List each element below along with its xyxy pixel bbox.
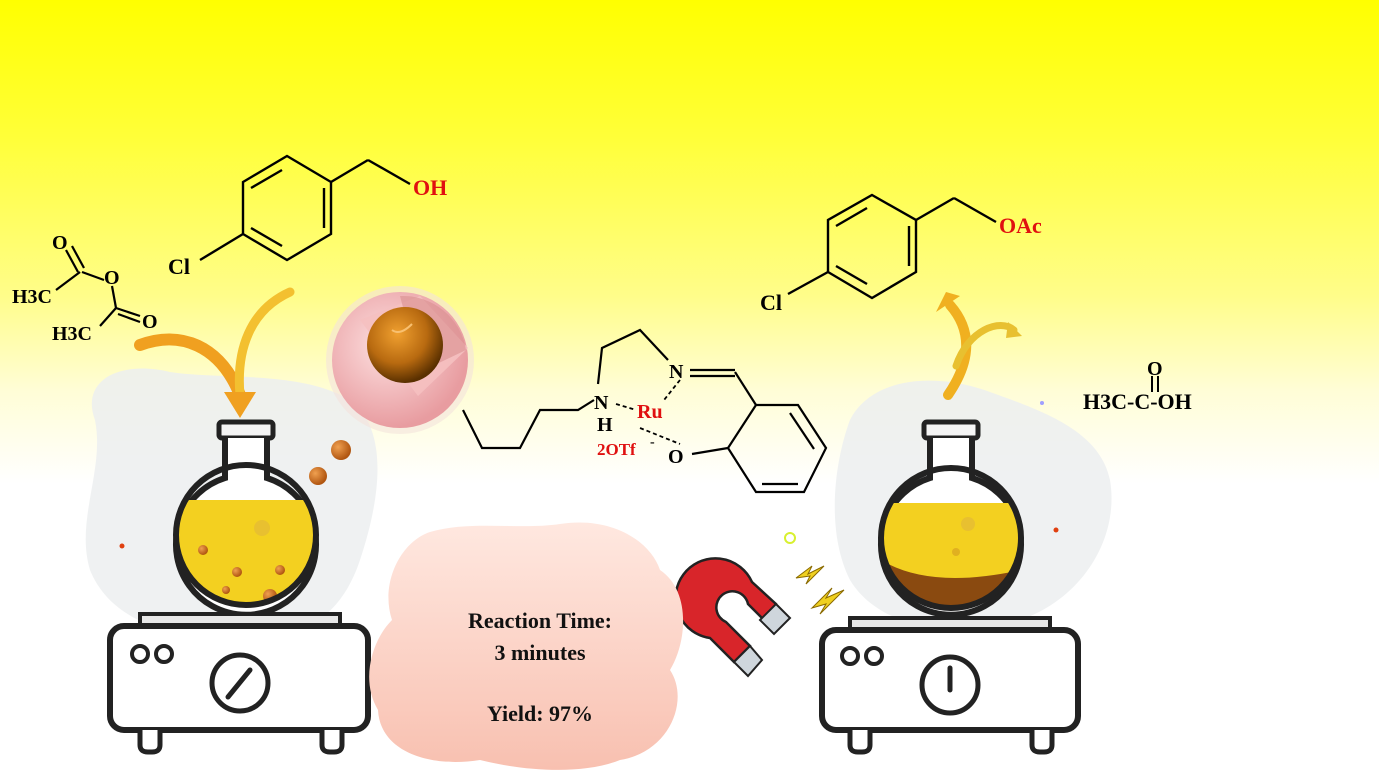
- reaction-time-value: 3 minutes: [494, 640, 586, 665]
- catalyst-ligand-bonds: [462, 328, 828, 494]
- reaction-flask-right: [878, 419, 1024, 618]
- anhydride-ch3-a: H3C: [12, 286, 52, 308]
- decor-dot: [119, 543, 125, 549]
- product-cl-label: Cl: [760, 290, 782, 315]
- reaction-flask-left: [173, 419, 319, 618]
- decor-dot: [1053, 527, 1059, 533]
- molecule-acetic-anhydride: [55, 245, 141, 327]
- addition-arrows: [134, 287, 295, 418]
- hot-plate-left: [107, 612, 371, 755]
- catalyst-counter-ion: 2OTf: [597, 440, 636, 459]
- catalyst-phenoxide-o: O: [668, 446, 684, 468]
- catalyst-amine-n: N: [594, 392, 609, 414]
- product-oac-label: OAc: [999, 213, 1042, 238]
- molecule-4-chlorobenzyl-alcohol: [199, 154, 411, 262]
- decor-ring: [784, 532, 796, 544]
- anhydride-o-mid: O: [104, 267, 120, 289]
- molecule-4-chlorobenzyl-acetate: [787, 193, 997, 300]
- anhydride-ch3-b: H3C: [52, 323, 92, 345]
- reaction-time-label: Reaction Time:: [468, 608, 612, 633]
- decor-dot: [1040, 401, 1044, 405]
- anhydride-o-bottom: O: [142, 311, 158, 333]
- acid-carbonyl-o: O: [1147, 358, 1163, 380]
- catalyst-ruthenium: Ru: [637, 401, 663, 423]
- acid-formula: H3C-C-OH: [1083, 389, 1192, 414]
- magnet-icon: [674, 557, 792, 678]
- result-cloud: [369, 522, 684, 770]
- yield-label: Yield: 97%: [486, 701, 594, 726]
- catalyst-coordination-bonds: [615, 379, 681, 445]
- anhydride-o-top: O: [52, 232, 68, 254]
- catalyst-imine-n: N: [669, 361, 684, 383]
- hot-plate-right: [819, 616, 1081, 755]
- catalyst-counter-charge: -: [650, 435, 655, 450]
- alcohol-cl-label: Cl: [168, 254, 190, 279]
- magnetic-nanoparticle: [326, 286, 474, 434]
- particle-droplet: [331, 440, 351, 460]
- lightning-icon: [795, 565, 845, 615]
- particle-droplet: [309, 467, 327, 485]
- catalyst-amine-h: H: [597, 414, 613, 436]
- product-arrows: [936, 292, 1022, 400]
- molecule-acetic-acid: [1151, 376, 1159, 392]
- alcohol-oh-label: OH: [413, 175, 447, 200]
